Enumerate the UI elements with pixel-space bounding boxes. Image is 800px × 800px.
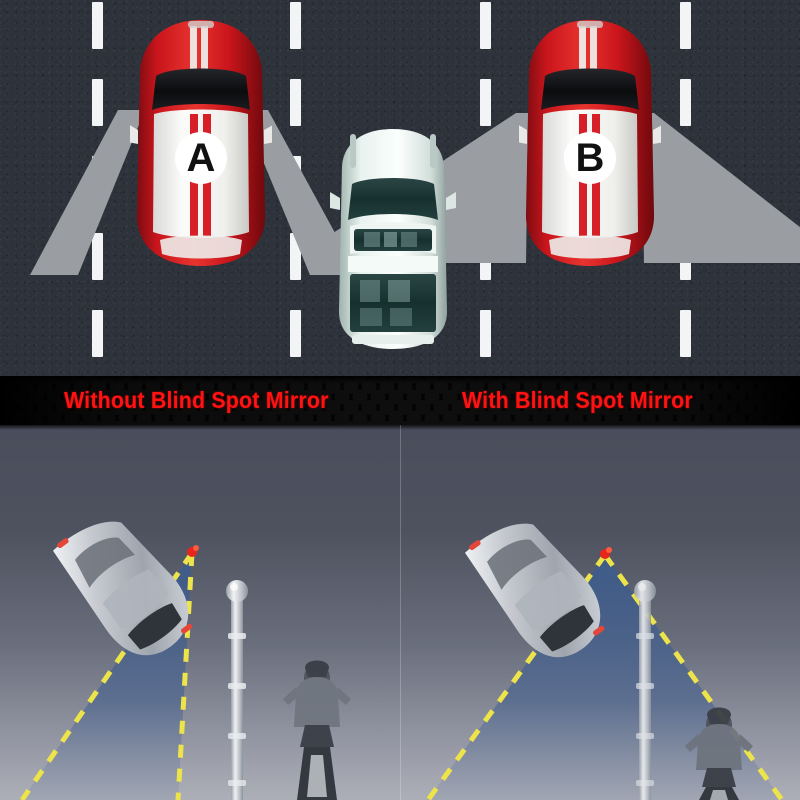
blind-spot-cone-b-right xyxy=(640,113,800,273)
svg-text:B: B xyxy=(576,136,605,180)
bottom-top-shadow xyxy=(0,425,800,430)
scene-without-mirror xyxy=(0,425,400,800)
label-with-mirror: With Blind Spot Mirror xyxy=(462,387,693,413)
band-top-shadow xyxy=(0,376,800,384)
car-b: B xyxy=(519,18,661,270)
car-a: A xyxy=(130,18,272,270)
blind-spot-cone-a-left xyxy=(0,110,160,290)
top-road-panel: A xyxy=(0,0,800,376)
panel-divider xyxy=(400,425,401,800)
band-gradient-overlay xyxy=(0,376,800,425)
label-without-mirror: Without Blind Spot Mirror xyxy=(64,387,329,413)
blind-spot-cone-a-right xyxy=(240,110,400,290)
label-band: Without Blind Spot Mirror With Blind Spo… xyxy=(0,376,800,425)
svg-text:A: A xyxy=(187,136,216,180)
scene-with-mirror xyxy=(400,425,800,800)
bottom-comparison-panel xyxy=(0,425,800,800)
adjacent-vehicle-van xyxy=(330,128,456,352)
